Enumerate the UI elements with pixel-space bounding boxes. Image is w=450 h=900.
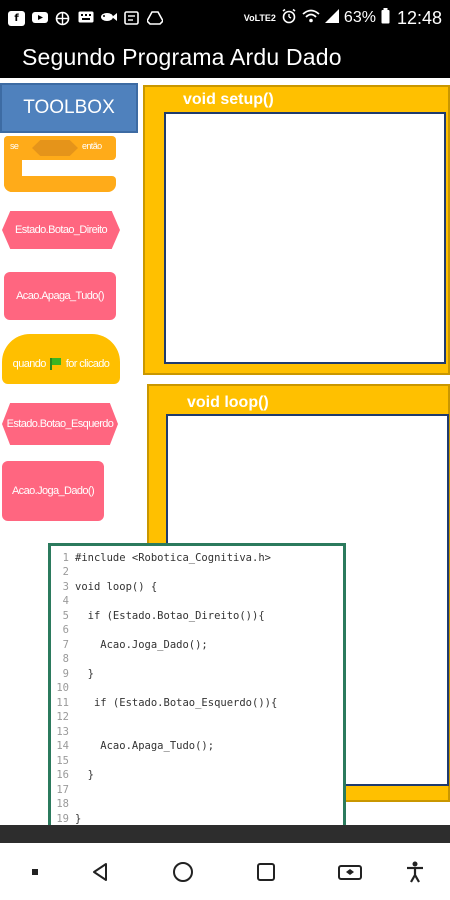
line-number: 17 bbox=[56, 784, 69, 796]
bottom-strip bbox=[0, 825, 450, 843]
code-text: } bbox=[75, 668, 94, 680]
code-line: 12 bbox=[51, 710, 343, 724]
line-number: 7 bbox=[62, 639, 69, 651]
line-number: 18 bbox=[56, 798, 69, 810]
line-number: 13 bbox=[56, 726, 69, 738]
notification-icons: f bbox=[8, 10, 164, 26]
code-line: 8 bbox=[51, 652, 343, 666]
block-label: for clicado bbox=[65, 358, 110, 370]
block-acao-joga-dado[interactable]: Acao.Joga_Dado() bbox=[2, 461, 104, 521]
setup-frame: void setup() bbox=[143, 85, 450, 375]
keyboard-icon bbox=[77, 11, 94, 26]
line-number: 1 bbox=[62, 552, 69, 564]
code-line: 1 #include <Robotica_Cognitiva.h> bbox=[51, 551, 343, 565]
status-bar: f VoLTE2 bbox=[0, 0, 450, 36]
battery-percentage: 63% bbox=[343, 9, 376, 26]
code-line: 3 void loop() { bbox=[51, 580, 343, 594]
home-icon[interactable] bbox=[166, 855, 200, 889]
volte-icon: VoLTE2 bbox=[243, 12, 276, 23]
line-number: 4 bbox=[62, 595, 69, 607]
block-label: Acao.Joga_Dado() bbox=[11, 485, 95, 497]
clock: 12:48 bbox=[396, 7, 442, 28]
block-estado-botao-direito[interactable]: Estado.Botao_Direito bbox=[2, 211, 120, 249]
block-then-label: então bbox=[82, 141, 102, 151]
code-line: 6 bbox=[51, 623, 343, 637]
app-title: Segundo Programa Ardu Dado bbox=[22, 43, 342, 70]
navigation-bar bbox=[0, 843, 450, 900]
block-label: Estado.Botao_Direito bbox=[15, 224, 108, 236]
line-number: 11 bbox=[56, 697, 69, 709]
facebook-icon: f bbox=[8, 10, 25, 26]
line-number: 10 bbox=[56, 682, 69, 694]
block-if-label: se bbox=[10, 141, 19, 151]
block-if-then-bottom bbox=[4, 176, 116, 192]
code-text: void loop() { bbox=[75, 581, 158, 593]
line-number: 6 bbox=[62, 624, 69, 636]
block-estado-botao-esquerdo[interactable]: Estado.Botao_Esquerdo bbox=[2, 403, 118, 445]
globe-icon bbox=[54, 11, 71, 26]
line-number: 3 bbox=[62, 581, 69, 593]
alarm-icon bbox=[281, 8, 297, 29]
line-number: 2 bbox=[62, 566, 69, 578]
code-line: 4 bbox=[51, 594, 343, 608]
code-text: Acao.Joga_Dado(); bbox=[75, 639, 208, 651]
code-line: 19} bbox=[51, 812, 343, 826]
line-number: 19 bbox=[56, 813, 69, 825]
line-number: 9 bbox=[62, 668, 69, 680]
line-number: 14 bbox=[56, 740, 69, 752]
line-number: 12 bbox=[56, 711, 69, 723]
code-text: } bbox=[75, 769, 94, 781]
menu-dot-icon[interactable] bbox=[18, 855, 52, 889]
toolbox-button[interactable]: TOOLBOX bbox=[0, 83, 138, 133]
loop-label: void loop() bbox=[187, 394, 269, 411]
battery-icon bbox=[381, 7, 390, 29]
green-flag-icon bbox=[49, 358, 62, 370]
block-acao-apaga-tudo[interactable]: Acao.Apaga_Tudo() bbox=[4, 272, 116, 320]
code-line: 11 if (Estado.Botao_Esquerdo()){ bbox=[51, 696, 343, 710]
fish-icon bbox=[100, 11, 117, 26]
code-line: 16 } bbox=[51, 768, 343, 782]
block-label: Estado.Botao_Esquerdo bbox=[6, 418, 114, 430]
youtube-icon bbox=[31, 11, 48, 26]
code-line: 5 if (Estado.Botao_Direito()){ bbox=[51, 609, 343, 623]
condition-slot bbox=[32, 140, 78, 156]
recents-icon[interactable] bbox=[249, 855, 283, 889]
code-line: 15 bbox=[51, 754, 343, 768]
code-line: 2 bbox=[51, 565, 343, 579]
back-icon[interactable] bbox=[84, 855, 118, 889]
accessibility-icon[interactable] bbox=[398, 855, 432, 889]
signal-icon bbox=[324, 8, 339, 28]
code-line: 18 bbox=[51, 797, 343, 811]
app-bar: Segundo Programa Ardu Dado bbox=[0, 36, 450, 78]
line-number: 8 bbox=[62, 653, 69, 665]
line-number: 15 bbox=[56, 755, 69, 767]
drive-icon bbox=[145, 10, 164, 26]
setup-label: void setup() bbox=[183, 91, 274, 108]
line-number: 16 bbox=[56, 769, 69, 781]
note-icon bbox=[123, 10, 140, 26]
block-quando-clicado[interactable]: quando for clicado bbox=[2, 334, 120, 384]
code-line: 10 bbox=[51, 681, 343, 695]
code-text: } bbox=[75, 813, 82, 825]
block-label: Acao.Apaga_Tudo() bbox=[16, 290, 104, 302]
wifi-icon bbox=[302, 9, 320, 28]
system-indicators: VoLTE2 63% 12:48 bbox=[243, 7, 442, 29]
code-line: 7 Acao.Joga_Dado(); bbox=[51, 638, 343, 652]
setup-drop-area[interactable] bbox=[164, 112, 446, 364]
code-panel[interactable]: 1 #include <Robotica_Cognitiva.h> 2 3 void l… bbox=[48, 543, 346, 833]
code-line: 14 Acao.Apaga_Tudo(); bbox=[51, 739, 343, 753]
code-text: #include <Robotica_Cognitiva.h> bbox=[75, 552, 271, 564]
code-line: 17 bbox=[51, 783, 343, 797]
code-text: Acao.Apaga_Tudo(); bbox=[75, 740, 215, 752]
code-text: if (Estado.Botao_Direito()){ bbox=[75, 610, 265, 622]
code-text: if (Estado.Botao_Esquerdo()){ bbox=[75, 697, 278, 709]
block-if-then[interactable]: se então bbox=[4, 136, 116, 192]
switch-app-icon[interactable] bbox=[333, 855, 367, 889]
code-line: 9 } bbox=[51, 667, 343, 681]
line-number: 5 bbox=[62, 610, 69, 622]
code-line: 13 bbox=[51, 725, 343, 739]
block-label: quando bbox=[12, 358, 47, 370]
